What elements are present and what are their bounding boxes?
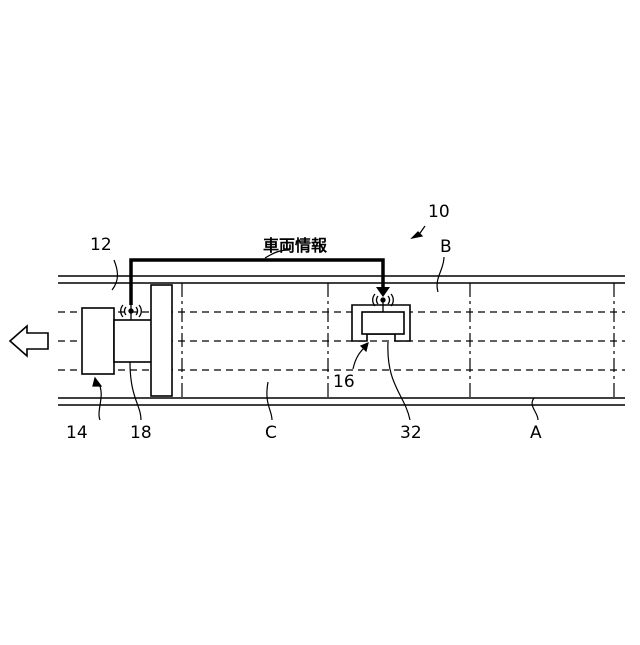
leader-14-arrow-icon [93, 378, 101, 386]
label-vehicle-info: 車両情報 [263, 236, 328, 255]
label-c: C [265, 423, 277, 443]
label-a: A [530, 423, 542, 443]
leader-32 [388, 342, 410, 420]
vehicle-body [82, 308, 114, 374]
label-12: 12 [90, 235, 112, 255]
leader-12 [112, 260, 118, 290]
leader-b [437, 257, 444, 292]
leader-18 [130, 362, 141, 420]
leader-c [267, 382, 272, 420]
gate-bar [151, 285, 172, 396]
label-b: B [440, 237, 452, 257]
label-32: 32 [400, 423, 422, 443]
label-14: 14 [66, 423, 88, 443]
label-10: 10 [428, 202, 450, 222]
receiver-box [362, 312, 404, 334]
signal-arrowhead-icon [376, 287, 390, 297]
leader-14 [98, 382, 101, 420]
direction-arrow-icon [10, 326, 48, 356]
label-16: 16 [333, 372, 355, 392]
leader-a [532, 398, 538, 420]
label-18: 18 [130, 423, 152, 443]
